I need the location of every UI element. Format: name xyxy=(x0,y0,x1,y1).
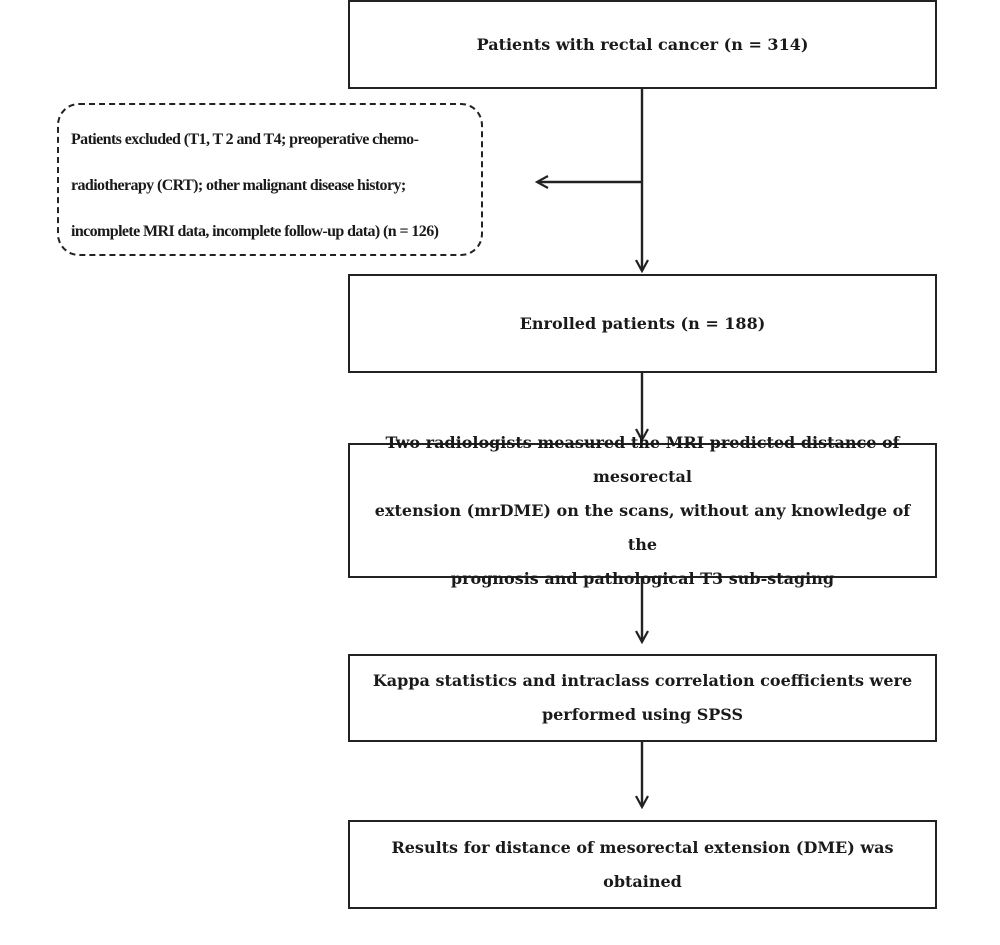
excluded-line: radiotherapy (CRT); other malignant dise… xyxy=(71,177,406,194)
step-box-radiologists-measurement: Two radiologists measured the MRI predic… xyxy=(348,433,937,588)
step-box-dme-results: Results for distance of mesorectal exten… xyxy=(348,820,937,909)
step-line: Two radiologists measured the MRI predic… xyxy=(385,432,900,486)
step-line: Results for distance of mesorectal exten… xyxy=(391,837,894,857)
step-label: Enrolled patients (n = 188) xyxy=(519,313,766,333)
step-box-enrolled-patients: Enrolled patients (n = 188) xyxy=(348,274,937,373)
step-label: Patients with rectal cancer (n = 314) xyxy=(476,34,809,54)
excluded-line: Patients excluded (T1, T 2 and T4; preop… xyxy=(71,131,419,148)
excluded-patients-box: Patients excluded (T1, T 2 and T4; preop… xyxy=(57,103,483,256)
step-box-rectal-cancer-patients: Patients with rectal cancer (n = 314) xyxy=(348,0,937,89)
step-line: Kappa statistics and intraclass correlat… xyxy=(372,671,913,690)
step-line: obtained xyxy=(603,871,682,891)
step-line: performed using SPSS xyxy=(541,705,744,724)
step-box-kappa-statistics: Kappa statistics and intraclass correlat… xyxy=(348,654,937,742)
step-line: prognosis and pathological T3 sub-stagin… xyxy=(450,568,835,588)
step-line: extension (mrDME) on the scans, without … xyxy=(374,500,911,554)
excluded-line: incomplete MRI data, incomplete follow-u… xyxy=(71,223,439,240)
